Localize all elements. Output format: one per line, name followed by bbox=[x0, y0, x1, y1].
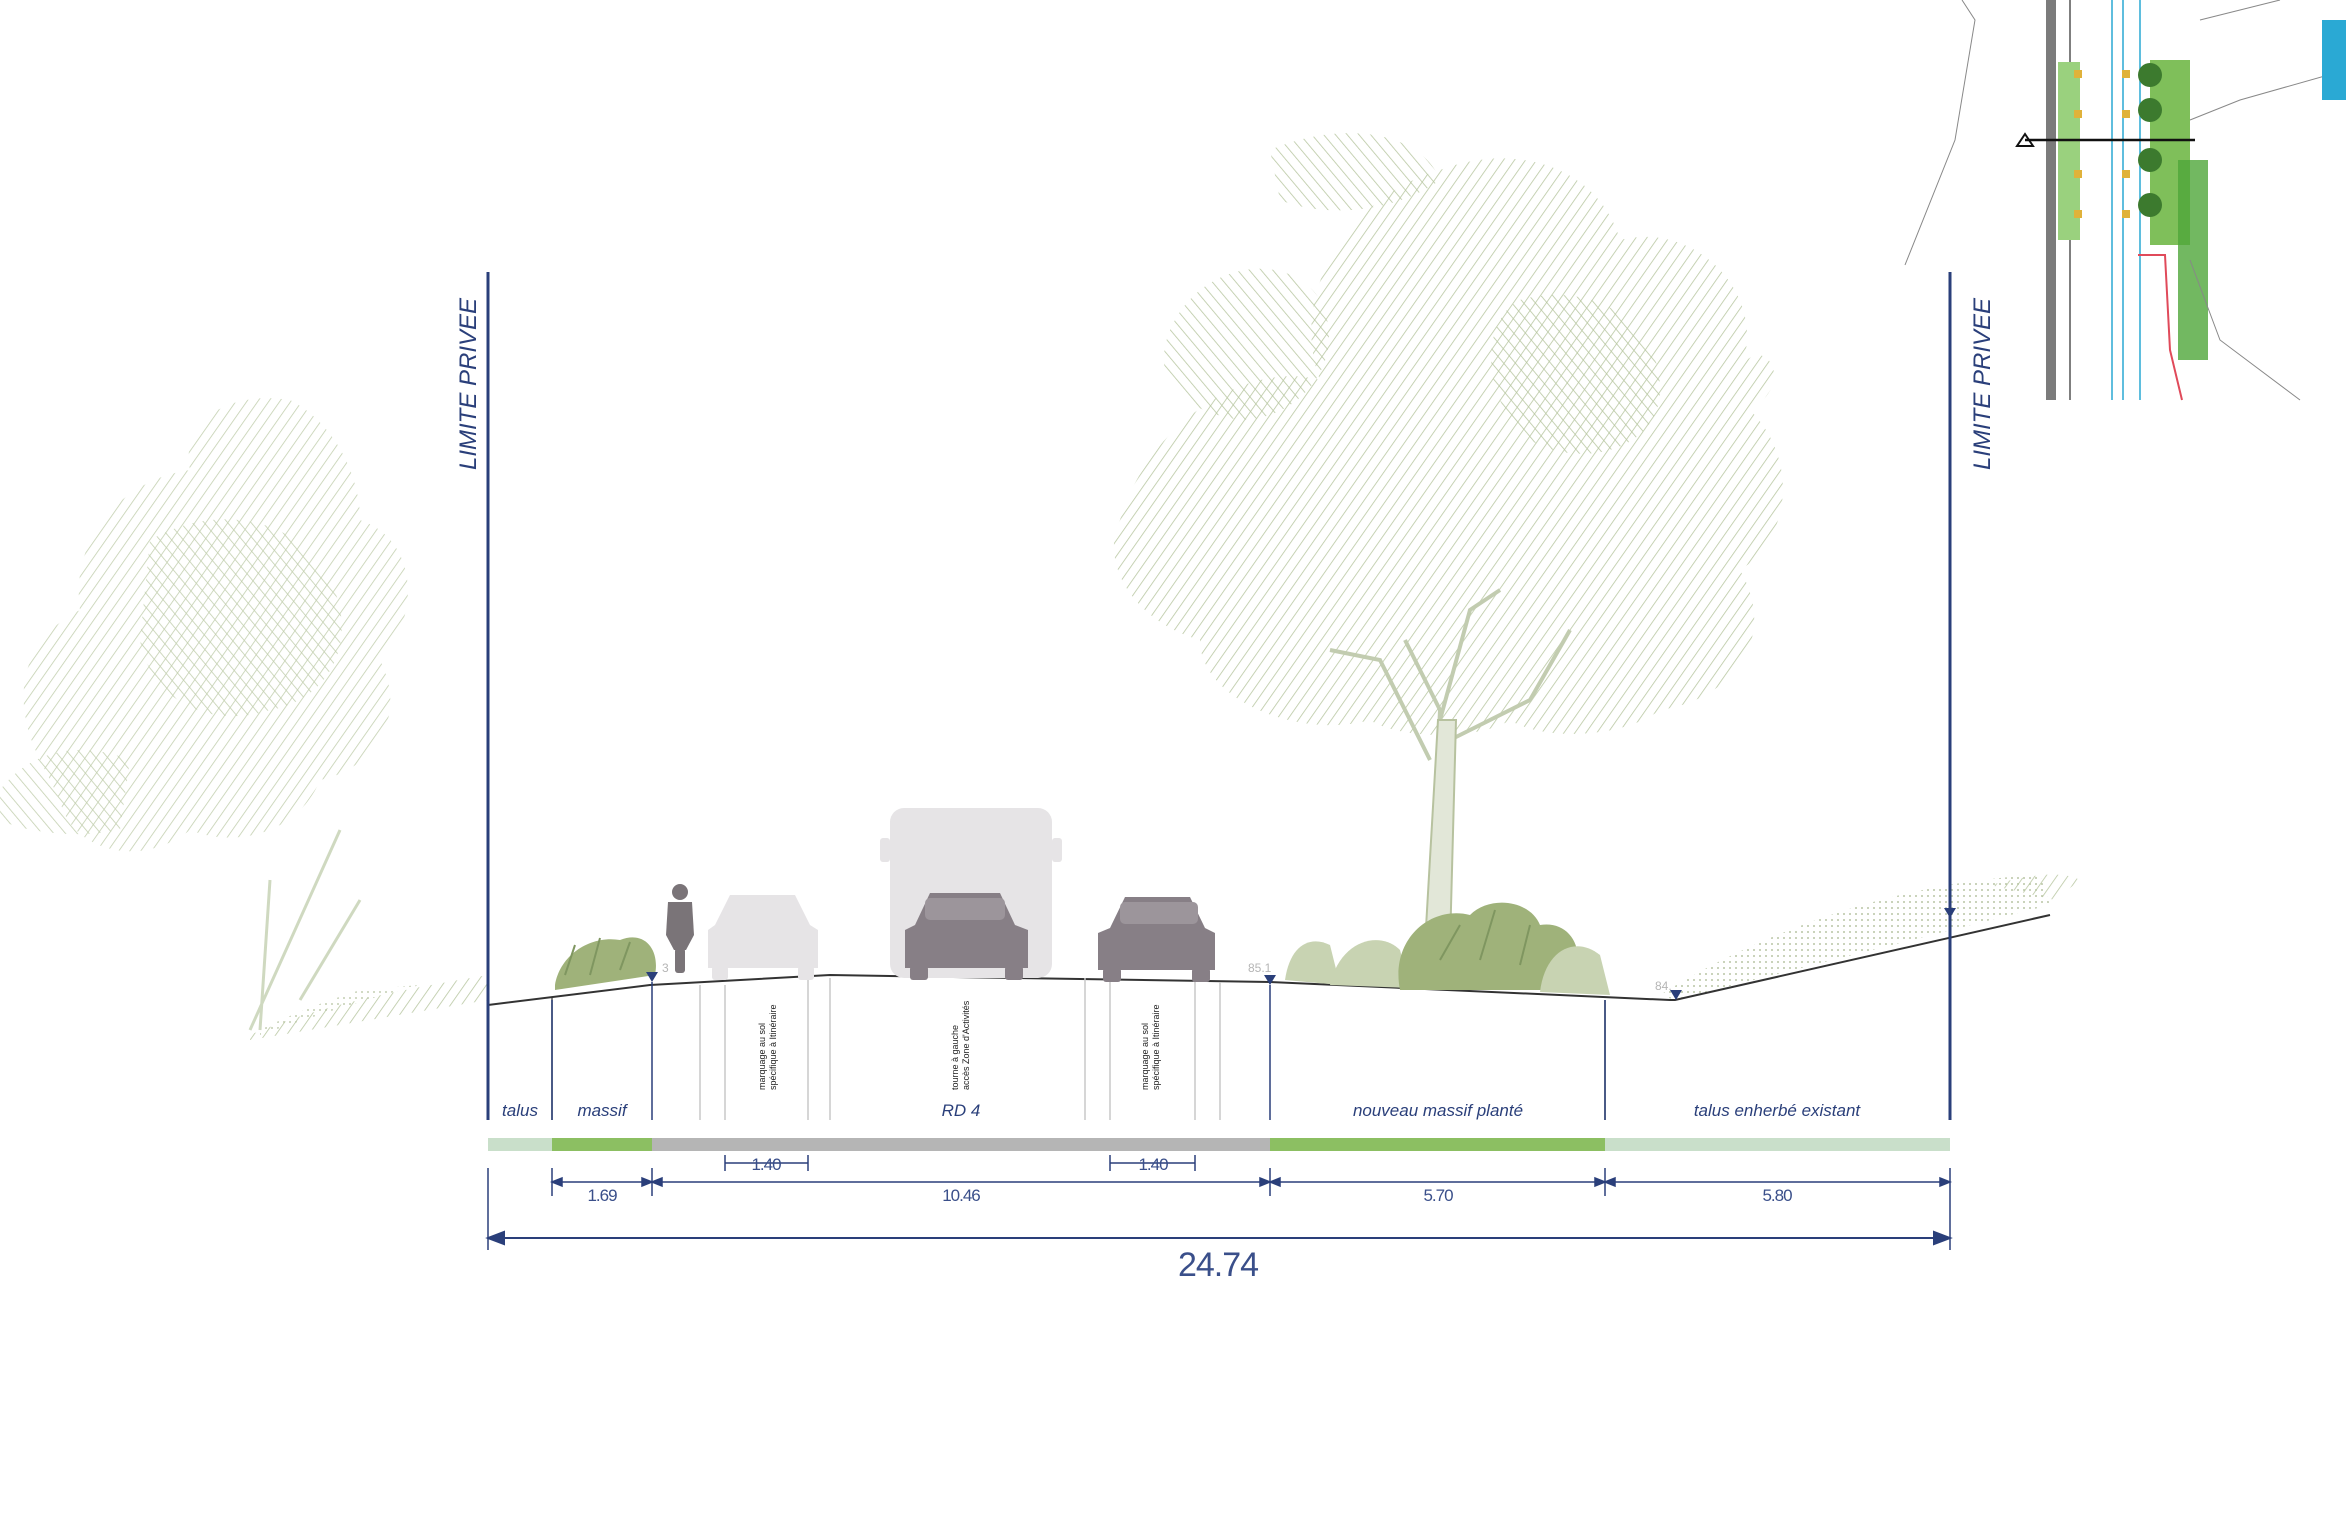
surface-band bbox=[488, 1138, 1950, 1151]
elevation-right: 84. bbox=[1655, 979, 1672, 993]
marking-right: marquage au sol spécifique à Itinéraire bbox=[1140, 1004, 1161, 1090]
limit-label-left: LIMITE PRIVEE bbox=[455, 297, 482, 470]
dim-total bbox=[485, 1230, 1953, 1246]
new-bed-plants bbox=[1285, 902, 1610, 995]
zone-road: RD 4 bbox=[942, 1101, 981, 1120]
svg-text:spécifique à Itinéraire: spécifique à Itinéraire bbox=[768, 1004, 778, 1090]
dim-bike-right bbox=[1109, 1155, 1196, 1171]
elevation-left: 3 bbox=[662, 961, 669, 975]
key-plan bbox=[1904, 0, 2346, 401]
dim-bike-left bbox=[724, 1155, 809, 1171]
dim-new-bed: 5.70 bbox=[1423, 1186, 1453, 1205]
svg-text:spécifique à Itinéraire: spécifique à Itinéraire bbox=[1151, 1004, 1161, 1090]
marking-center: tourne à gauche accès Zone d'Activités bbox=[950, 1000, 971, 1090]
svg-text:accès Zone d'Activités: accès Zone d'Activités bbox=[961, 1000, 971, 1090]
dim-road: 10.46 bbox=[942, 1186, 980, 1205]
cyclist bbox=[666, 884, 694, 973]
car-light-left bbox=[708, 895, 818, 980]
dim-bike-left-value: 1.40 bbox=[751, 1155, 781, 1174]
left-tree bbox=[0, 398, 420, 1035]
svg-text:marquage au sol: marquage au sol bbox=[757, 1023, 767, 1090]
right-bank-texture bbox=[1660, 875, 2050, 1000]
dim-grass-bank: 5.80 bbox=[1762, 1186, 1792, 1205]
dim-segments bbox=[487, 1168, 1953, 1250]
center-tree bbox=[1113, 133, 1783, 946]
zone-new-bed: nouveau massif planté bbox=[1353, 1101, 1523, 1120]
elevation-markers bbox=[646, 908, 1956, 1000]
dim-massif: 1.69 bbox=[587, 1186, 617, 1205]
limit-label-right: LIMITE PRIVEE bbox=[1969, 297, 1996, 470]
road-structure bbox=[699, 978, 1221, 1120]
zone-massif: massif bbox=[577, 1101, 628, 1120]
car-dark-right bbox=[1098, 897, 1215, 982]
elevation-middle: 85.1 bbox=[1248, 961, 1272, 975]
zone-grass-bank: talus enherbé existant bbox=[1694, 1101, 1862, 1120]
marking-left: marquage au sol spécifique à Itinéraire bbox=[757, 1004, 778, 1090]
massif-shrub bbox=[555, 937, 656, 990]
left-ground-texture bbox=[250, 975, 488, 1040]
svg-text:tourne à gauche: tourne à gauche bbox=[950, 1025, 960, 1090]
car-dark-center bbox=[905, 893, 1028, 980]
zone-talus: talus bbox=[502, 1101, 538, 1120]
dim-total-value: 24.74 bbox=[1178, 1246, 1258, 1284]
dim-bike-right-value: 1.40 bbox=[1138, 1155, 1168, 1174]
svg-text:marquage au sol: marquage au sol bbox=[1140, 1023, 1150, 1090]
